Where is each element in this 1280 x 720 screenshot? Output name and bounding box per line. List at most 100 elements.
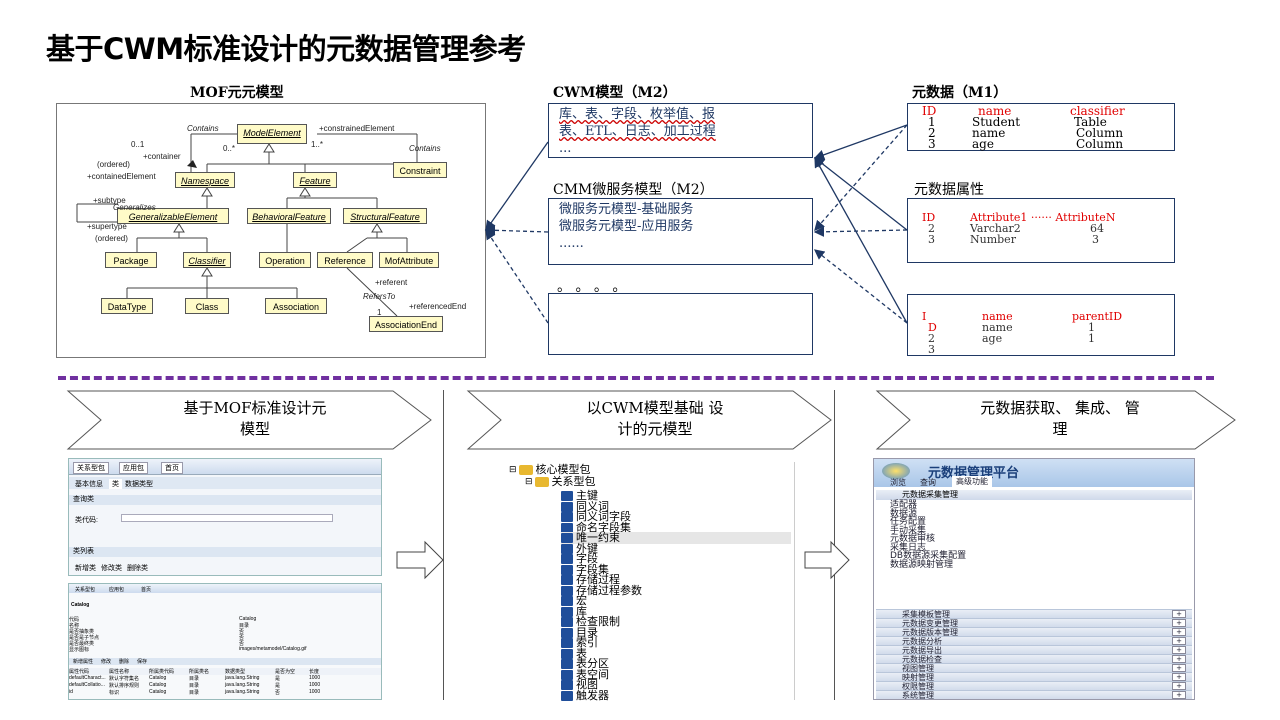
tree-item[interactable]: 同义词字段 xyxy=(561,511,631,523)
uml-label-one-star: 1..* xyxy=(311,140,324,149)
tree-item[interactable]: 库 xyxy=(561,605,587,618)
platform-bar[interactable]: 元数据分析+ xyxy=(876,636,1192,646)
metadata-cell: name xyxy=(972,126,1006,140)
tree-item[interactable]: 表 xyxy=(561,647,587,660)
expand-icon[interactable]: + xyxy=(1172,619,1186,627)
uml-label-subtype: +subtype xyxy=(93,196,126,205)
edit-class-button[interactable]: 修改类 xyxy=(101,565,122,572)
ss2-table-cell: defaultCollatio... xyxy=(69,682,105,688)
tree-root[interactable]: ⊟ 核心模型包 xyxy=(509,464,591,476)
platform-tab-active[interactable]: 高级功能 xyxy=(952,476,992,487)
platform-bar[interactable]: 视图管理+ xyxy=(876,663,1192,673)
ss2-delete-button[interactable]: 删除 xyxy=(119,659,130,665)
platform-bar[interactable]: 映射管理+ xyxy=(876,672,1192,682)
ss2-table-cell: 默认字符集名 xyxy=(109,676,140,682)
tree-item-label: 同义词字段 xyxy=(576,510,631,523)
platform-bar[interactable]: 元数据导出+ xyxy=(876,645,1192,655)
expand-icon[interactable]: + xyxy=(1172,673,1186,681)
cwm-heading: CWM模型（M2） xyxy=(553,85,677,101)
screenshot-model-editor: 关系型包 应用包 首页 基本信息 类 数据类型 查询类 类代码: 类列表 新增类… xyxy=(68,458,382,576)
platform-menu-item[interactable]: 数据源 xyxy=(890,508,918,519)
expand-icon[interactable]: + xyxy=(1172,610,1186,618)
table-row[interactable]: defaultCharact... 默认字符集名 Catalog 目录 java… xyxy=(69,675,381,682)
ss2-table-header: 数据类型 xyxy=(225,669,246,675)
platform-bar[interactable]: 元数据版本管理+ xyxy=(876,627,1192,637)
ss2-tab[interactable]: 关系型包 xyxy=(75,587,96,593)
meta-attr-heading: 元数据属性 xyxy=(914,182,984,198)
ss2-tab[interactable]: 首页 xyxy=(141,587,152,593)
tree-item-label: 命名字段集 xyxy=(576,520,631,534)
mof-uml-diagram: ModelElement Namespace Feature Constrain… xyxy=(56,103,486,358)
platform-menu-item[interactable]: 元数据审核 xyxy=(890,534,936,544)
tree-item-label: 表空间 xyxy=(576,667,609,681)
platform-bar[interactable]: 权限管理+ xyxy=(876,681,1192,691)
expand-icon[interactable]: + xyxy=(1172,664,1186,672)
tree-item[interactable]: 字段集 xyxy=(561,563,609,576)
platform-bar[interactable]: 元数据检查+ xyxy=(876,654,1192,664)
tree-child[interactable]: ⊟ 关系型包 xyxy=(525,476,596,488)
platform-bar[interactable]: 采集模板管理+ xyxy=(876,609,1192,619)
ss1-subtab[interactable]: 类 xyxy=(109,479,122,489)
ss2-table-header: 所属类代码 xyxy=(149,669,175,675)
ss1-tab[interactable]: 应用包 xyxy=(119,462,148,474)
platform-menu-item[interactable]: 数据源映射管理 xyxy=(890,559,954,570)
ss1-class-code-input[interactable] xyxy=(121,514,333,522)
ss2-table-cell: id xyxy=(69,689,73,695)
collapse-icon[interactable]: ⊟ xyxy=(525,477,533,487)
add-class-button[interactable]: 新增类 xyxy=(75,565,96,572)
uml-label-one: 1 xyxy=(377,308,382,317)
tree-item[interactable]: 字段 xyxy=(561,553,598,565)
platform-tab[interactable]: 浏览 xyxy=(890,478,906,487)
tree-item[interactable]: 唯一约束 xyxy=(561,532,791,544)
tree-item[interactable]: 外键 xyxy=(561,542,598,555)
platform-tab[interactable]: 查询 xyxy=(920,478,936,487)
platform-menu-item[interactable]: DB数据源采集配置 xyxy=(890,551,967,561)
expand-icon[interactable]: + xyxy=(1172,682,1186,690)
uml-feature: Feature xyxy=(293,172,337,188)
tree-item[interactable]: 表分区 xyxy=(561,658,609,670)
tree-item[interactable]: 视图 xyxy=(561,679,598,691)
tree-item[interactable]: 同义词 xyxy=(561,500,609,513)
uml-label-contained-element: +containedElement xyxy=(87,172,156,181)
tree-item[interactable]: 索引 xyxy=(561,637,598,649)
delete-class-button[interactable]: 删除类 xyxy=(127,565,148,572)
tree-item[interactable]: 目录 xyxy=(561,626,598,639)
tree-item[interactable]: 命名字段集 xyxy=(561,520,631,534)
ss2-add-attr-button[interactable]: 新增属性 xyxy=(73,659,94,665)
expand-icon[interactable]: + xyxy=(1172,691,1186,699)
chevron-1-shape xyxy=(66,390,432,450)
tree-item[interactable]: 检查限制 xyxy=(561,616,620,628)
ss2-save-button[interactable]: 保存 xyxy=(137,659,148,665)
metadata-table-box xyxy=(907,103,1175,151)
platform-menu-item[interactable]: 任务配置 xyxy=(890,517,927,527)
platform-bar[interactable]: 系统管理+ xyxy=(876,690,1192,699)
table-row[interactable]: defaultCollatio... 默认排序规则 Catalog 目录 jav… xyxy=(69,682,381,689)
ss1-subtab[interactable]: 基本信息 xyxy=(75,481,103,488)
expand-icon[interactable]: + xyxy=(1172,646,1186,654)
ss2-tab[interactable]: 应用包 xyxy=(109,587,125,593)
expand-icon[interactable]: + xyxy=(1172,655,1186,663)
tree-item[interactable]: 宏 xyxy=(561,595,587,607)
platform-bar[interactable]: 元数据变更管理+ xyxy=(876,618,1192,628)
ss2-table-cell: 目录 xyxy=(189,683,200,689)
ss1-tab[interactable]: 关系型包 xyxy=(73,462,109,474)
table-row[interactable]: id 标识 Catalog 目录 java.lang.String 否 1000 xyxy=(69,689,381,696)
platform-menu-item[interactable]: 适配器 xyxy=(890,500,918,510)
ss1-tab[interactable]: 首页 xyxy=(161,462,183,474)
platform-menu-item[interactable]: 采集日志 xyxy=(890,542,927,553)
ss2-table-header: 属性名称 xyxy=(109,669,130,675)
ss2-edit-button[interactable]: 修改 xyxy=(101,659,112,665)
uml-label-container: +container xyxy=(143,152,181,161)
expand-icon[interactable]: + xyxy=(1172,637,1186,645)
tree-item[interactable]: 主键 xyxy=(561,490,598,502)
tree-item[interactable]: 表空间 xyxy=(561,667,609,681)
tree-item[interactable]: 存储过程参数 xyxy=(561,584,642,597)
platform-menu-item[interactable]: 手动采集 xyxy=(890,525,927,536)
tree-item[interactable]: 存储过程 xyxy=(561,574,620,586)
expand-icon[interactable]: + xyxy=(1172,628,1186,636)
ss1-subtab[interactable]: 数据类型 xyxy=(125,481,153,488)
tree-item[interactable]: 触发器 xyxy=(561,689,609,702)
collapse-icon[interactable]: ⊟ xyxy=(509,465,517,475)
ss2-tabbar: 关系型包 应用包 首页 xyxy=(69,584,381,593)
